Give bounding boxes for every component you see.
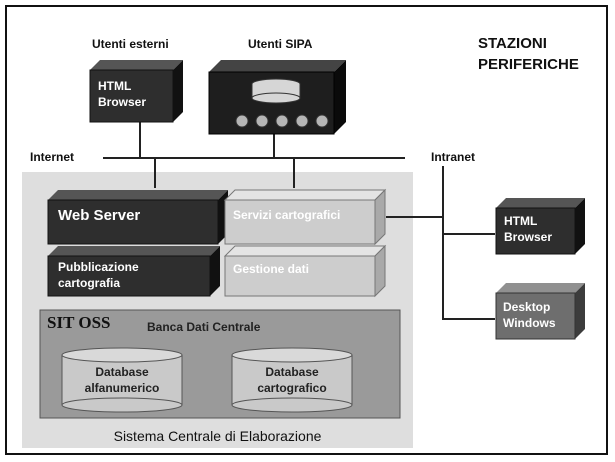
internet-bus-line — [103, 157, 405, 159]
cartographic-database-cylinder — [231, 347, 353, 413]
external-users-label: Utenti esterni — [92, 37, 169, 51]
external-browser-label-line1: HTML — [98, 79, 132, 93]
alphanumeric-database-cylinder — [61, 347, 183, 413]
intranet-vertical-line — [442, 166, 444, 320]
intranet-browser-box — [495, 198, 585, 255]
sipa-users-label: Utenti SIPA — [248, 37, 313, 51]
sipa-drop-line — [273, 134, 275, 158]
map-publishing-label-line1: Pubblicazione — [58, 260, 139, 274]
desktop-windows-label-line1: Desktop — [503, 300, 551, 314]
stations-title: STAZIONI — [478, 35, 547, 52]
sipa-server-box — [208, 60, 346, 135]
desktop-windows-label-line2: Windows — [503, 316, 556, 330]
web-server-label: Web Server — [58, 207, 141, 224]
external-browser-label-line2: Browser — [98, 95, 147, 109]
intranet-browser-label-line2: Browser — [504, 230, 553, 244]
diagram-frame — [5, 5, 608, 455]
sit-oss-label: SIT OSS — [47, 313, 111, 332]
data-management-box — [223, 244, 387, 298]
alphanumeric-db-label-line2: alfanumerico — [84, 381, 160, 395]
map-services-link-line — [293, 158, 295, 188]
cartographic-db-label-line1: Database — [265, 365, 319, 379]
map-publishing-label-line2: cartografia — [58, 276, 121, 290]
intranet-services-line — [386, 216, 443, 218]
data-management-label: Gestione dati — [233, 262, 310, 276]
desktop-windows-box — [495, 283, 585, 340]
intranet-browser-label-line1: HTML — [504, 214, 538, 228]
map-services-label: Servizi cartografici — [233, 208, 341, 222]
intranet-label: Intranet — [431, 150, 476, 164]
intranet-browser-line — [443, 233, 495, 235]
map-services-box — [223, 188, 387, 246]
alphanumeric-db-label-line1: Database — [95, 365, 149, 379]
cartographic-db-label-line2: cartografico — [257, 381, 327, 395]
web-server-link-line — [154, 158, 156, 188]
map-publishing-box — [47, 246, 220, 297]
external-user-drop-line — [139, 120, 141, 158]
central-system-label: Sistema Centrale di Elaborazione — [113, 428, 322, 444]
stations-subtitle: PERIFERICHE — [478, 56, 579, 73]
central-db-label: Banca Dati Centrale — [147, 320, 261, 334]
internet-label: Internet — [30, 150, 75, 164]
external-browser-box — [89, 60, 183, 123]
intranet-desktop-line — [443, 318, 495, 320]
